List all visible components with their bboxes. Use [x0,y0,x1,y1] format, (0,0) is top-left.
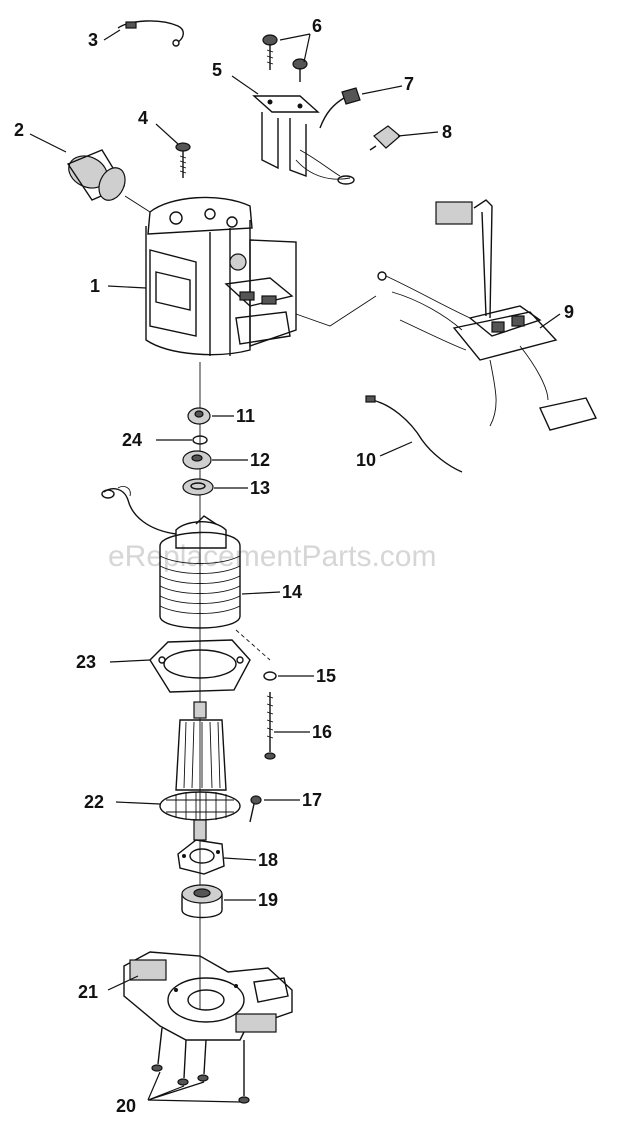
callout-23: 23 [76,652,96,672]
part-14-field-coil [101,485,241,629]
part-11-bearing [187,407,211,425]
part-7-terminal [319,87,361,129]
leader-lines [29,29,561,1103]
part-5-switch-bracket [252,95,355,185]
callout-4: 4 [138,108,148,128]
part-15-washer [263,671,277,681]
callout-10: 10 [356,450,376,470]
part-23-baffle [149,639,251,693]
callout-8: 8 [442,122,452,142]
callout-18: 18 [258,850,278,870]
callout-labels: 3 2 4 5 6 7 8 9 10 1 11 24 12 13 14 23 1… [14,16,574,1116]
part-21-base [123,951,293,1041]
callout-11: 11 [236,406,255,426]
callout-13: 13 [250,478,270,498]
part-10-wire [365,395,463,473]
part-18-plate [177,839,225,875]
part-13-ring [182,478,214,496]
watermark-text: eReplacementParts.com [108,540,436,573]
callout-21: 21 [78,982,98,1002]
part-3-wire-lead [117,20,184,47]
callout-7: 7 [404,74,414,94]
part-9-switch-board [377,199,598,431]
callout-3: 3 [88,30,98,50]
part-24-washer [192,435,208,445]
callout-5: 5 [212,60,222,80]
part-19-bearing [181,884,223,919]
callout-14: 14 [282,582,302,602]
callout-19: 19 [258,890,278,910]
part-1-motor-housing [145,196,297,356]
callout-12: 12 [250,450,270,470]
callout-2: 2 [14,120,24,140]
part-6-screws [262,34,308,82]
part-20-screws [151,1027,250,1104]
part-22-armature [159,701,241,841]
callout-6: 6 [312,16,322,36]
part-17-screw [249,795,262,823]
callout-15: 15 [316,666,336,686]
part-15-dash [235,629,271,661]
callout-9: 9 [564,302,574,322]
part-12-bearing [182,450,212,470]
part-8-connector [369,125,401,151]
part-4-screw [175,142,191,178]
callout-22: 22 [84,792,104,812]
callout-24: 24 [122,430,142,450]
part-2-cylinder [66,149,151,213]
callout-17: 17 [302,790,322,810]
part-16-long-screw [264,692,276,760]
callout-20: 20 [116,1096,136,1116]
callout-16: 16 [312,722,332,742]
wire-leader-line [295,295,377,327]
callout-1: 1 [90,276,100,296]
